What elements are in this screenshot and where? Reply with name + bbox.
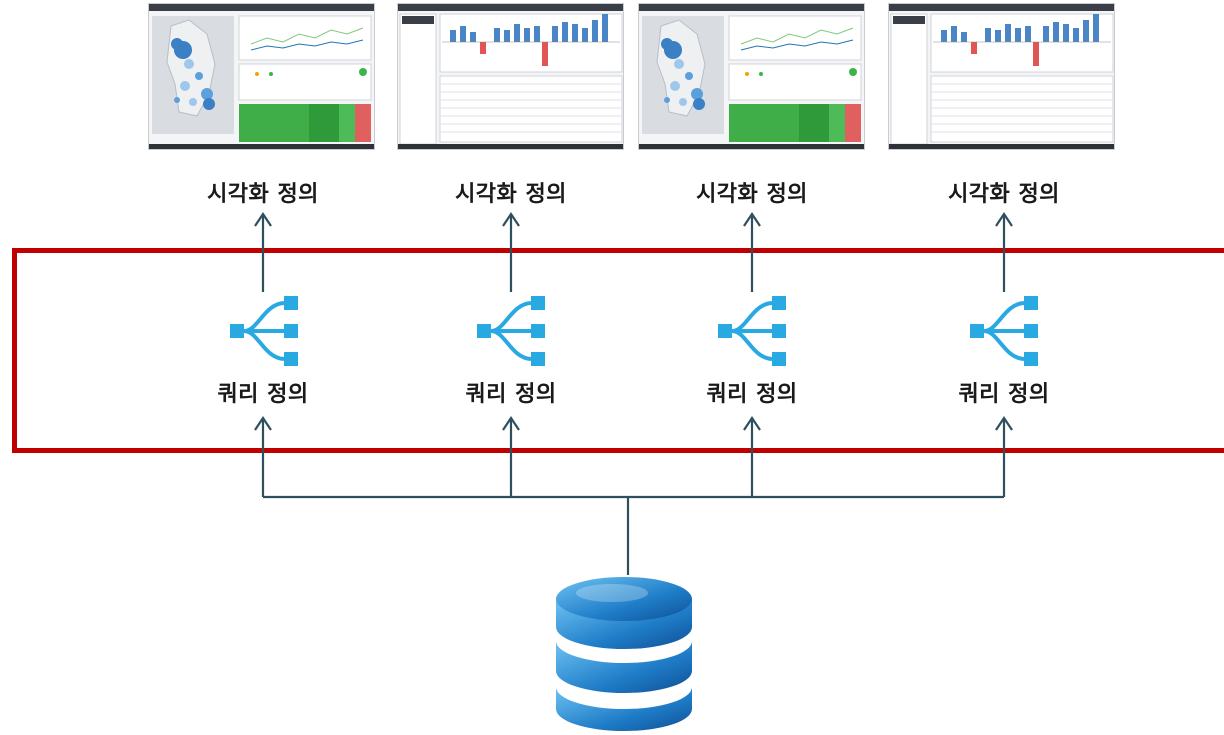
query-definition-label-3: 쿼리 정의 xyxy=(706,382,798,407)
query-layer-highlight-frame xyxy=(12,248,1224,453)
query-definition-label-2: 쿼리 정의 xyxy=(465,382,557,407)
dashboard-thumbnail-4 xyxy=(888,3,1115,150)
visual-definition-label-4: 시각화 정의 xyxy=(948,182,1060,207)
dashboard-thumbnail-1 xyxy=(148,3,375,150)
query-branch-icon xyxy=(477,296,545,366)
visual-definition-label-2: 시각화 정의 xyxy=(455,182,567,207)
visual-definition-label-3: 시각화 정의 xyxy=(696,182,808,207)
query-definition-label-1: 쿼리 정의 xyxy=(217,382,309,407)
dashboard-thumbnail-2 xyxy=(397,3,624,150)
query-branch-icon xyxy=(718,296,786,366)
database-icon xyxy=(556,577,692,731)
query-definition-label-4: 쿼리 정의 xyxy=(958,382,1050,407)
visual-definition-label-1: 시각화 정의 xyxy=(207,182,319,207)
dashboard-thumbnail-3 xyxy=(638,3,865,150)
query-branch-icon xyxy=(970,296,1038,366)
query-branch-icon xyxy=(230,296,298,366)
